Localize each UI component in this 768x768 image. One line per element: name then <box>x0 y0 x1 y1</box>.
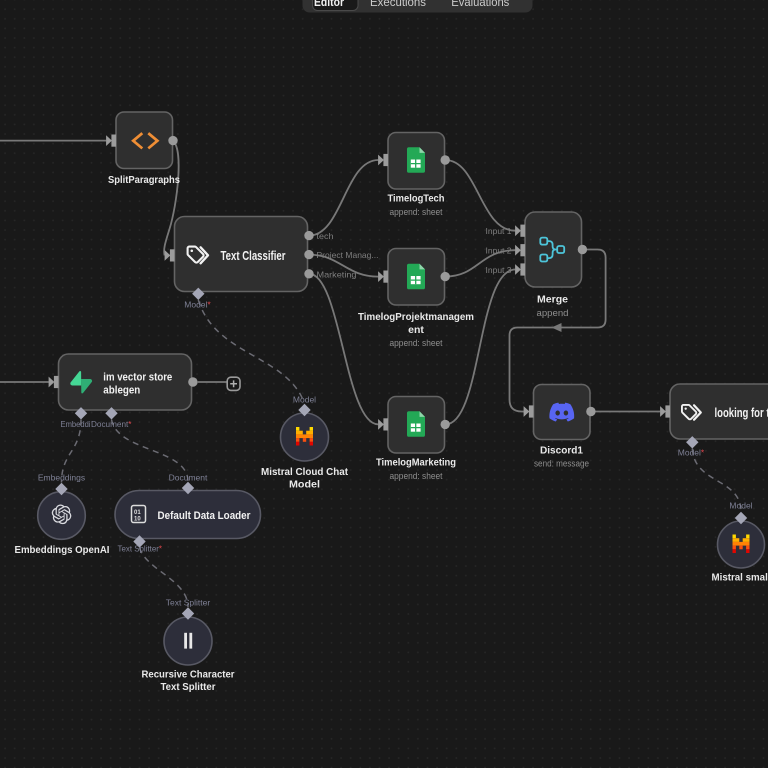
svg-text:Text Splitter: Text Splitter <box>166 598 211 608</box>
svg-text:append: sheet: append: sheet <box>390 338 443 349</box>
svg-text:tech: tech <box>317 231 334 241</box>
svg-text:Recursive Character: Recursive Character <box>142 669 235 681</box>
svg-text:Text Splitter: Text Splitter <box>161 681 216 693</box>
svg-text:append: sheet: append: sheet <box>390 207 443 218</box>
svg-text:Evaluations: Evaluations <box>451 0 509 9</box>
svg-text:Embeddings: Embeddings <box>38 473 85 483</box>
svg-text:append: sheet: append: sheet <box>390 471 443 482</box>
svg-text:Mistral small: Mistral small <box>712 572 768 584</box>
svg-text:send: message: send: message <box>534 458 589 469</box>
svg-text:TimelogProjektmanagem: TimelogProjektmanagem <box>358 311 474 323</box>
svg-text:Input 3: Input 3 <box>486 265 512 275</box>
svg-text:looking for t: looking for t <box>715 406 768 420</box>
svg-text:append: append <box>537 308 569 319</box>
svg-text:Project Manag...: Project Manag... <box>317 250 379 260</box>
svg-text:Model*: Model* <box>678 448 705 458</box>
svg-text:Embeddi: Embeddi <box>61 419 91 429</box>
svg-text:Text Classifier: Text Classifier <box>221 249 286 263</box>
svg-text:SplitParagraphs: SplitParagraphs <box>108 174 180 186</box>
svg-text:Text Splitter*: Text Splitter* <box>118 544 163 554</box>
svg-text:Default Data Loader: Default Data Loader <box>158 510 252 522</box>
svg-text:im vector store: im vector store <box>103 372 172 384</box>
svg-text:Marketing: Marketing <box>317 270 357 280</box>
svg-text:Mistral Cloud Chat: Mistral Cloud Chat <box>261 466 348 478</box>
svg-text:Model: Model <box>293 395 316 405</box>
svg-text:Embeddings OpenAI: Embeddings OpenAI <box>15 544 110 556</box>
svg-text:01: 01 <box>134 510 141 516</box>
svg-text:TimelogTech: TimelogTech <box>388 193 445 205</box>
svg-text:10: 10 <box>134 516 141 522</box>
svg-text:Document: Document <box>169 473 208 483</box>
svg-text:Input 1: Input 1 <box>486 226 512 236</box>
svg-text:ent: ent <box>408 324 424 336</box>
svg-text:Model: Model <box>729 501 752 511</box>
svg-text:Model: Model <box>289 478 320 490</box>
svg-text:Discord1: Discord1 <box>540 445 583 457</box>
svg-text:Executions: Executions <box>370 0 426 9</box>
svg-text:Input 2: Input 2 <box>486 246 512 256</box>
svg-text:TimelogMarketing: TimelogMarketing <box>376 457 456 469</box>
svg-text:Editor: Editor <box>314 0 344 9</box>
svg-text:ablegen: ablegen <box>103 384 140 396</box>
svg-text:Document*: Document* <box>91 419 132 429</box>
svg-text:Merge: Merge <box>537 294 568 306</box>
svg-text:Model*: Model* <box>184 300 211 310</box>
